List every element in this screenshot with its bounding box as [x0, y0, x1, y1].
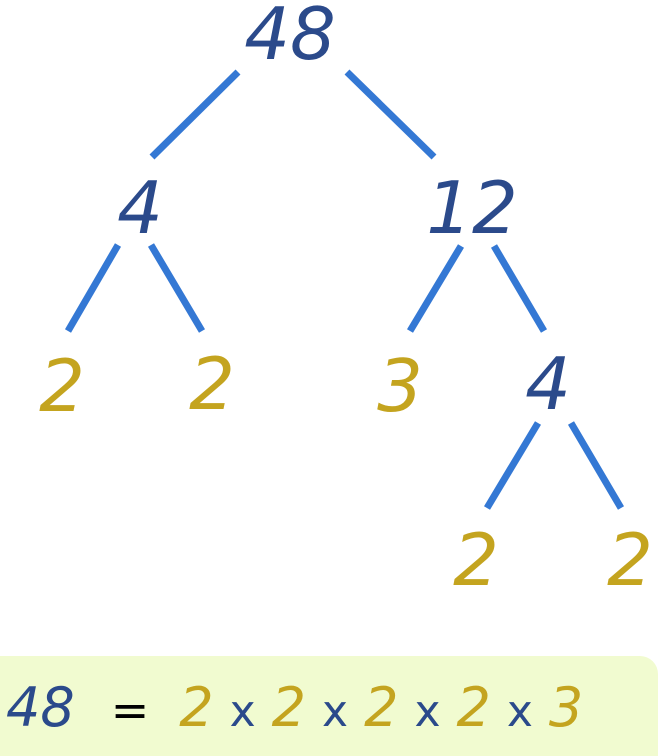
node-level2-4: 4	[525, 342, 571, 426]
factor-4: 2	[456, 676, 491, 739]
branch-48-to-12	[344, 69, 437, 160]
times-sign: x	[322, 686, 349, 737]
equals-sign: =	[110, 683, 150, 737]
prime-factorization-equation: 48 = 2 x 2 x 2 x 2 x 3	[6, 676, 599, 739]
node-prime-3: 3	[377, 344, 423, 428]
times-sign: x	[414, 686, 441, 737]
node-level1-4: 4	[117, 166, 163, 250]
factor-5: 3	[548, 676, 584, 739]
equation-panel	[0, 656, 658, 756]
factor-1: 2	[179, 676, 214, 739]
branch-48-to-4	[149, 69, 241, 160]
equation-lhs: 48	[6, 676, 75, 739]
branch-12-to-4	[490, 244, 548, 333]
node-root-48: 48	[244, 0, 336, 76]
factor-3: 2	[364, 676, 399, 739]
times-sign: x	[229, 686, 256, 737]
node-prime-2-c: 2	[453, 518, 499, 602]
times-sign: x	[506, 686, 533, 737]
branch-12-to-3	[406, 244, 465, 333]
branch-4-to-2-right	[147, 243, 206, 333]
node-prime-2-d: 2	[607, 518, 653, 602]
branch-4-to-2-left	[64, 243, 122, 333]
node-prime-2-b: 2	[189, 342, 235, 426]
branch-4-to-2-lower-right	[567, 421, 625, 510]
factor-2: 2	[271, 676, 307, 739]
node-prime-2-a: 2	[39, 344, 85, 428]
branch-4-to-2-lower-left	[483, 421, 542, 510]
node-level1-12: 12	[426, 166, 518, 250]
